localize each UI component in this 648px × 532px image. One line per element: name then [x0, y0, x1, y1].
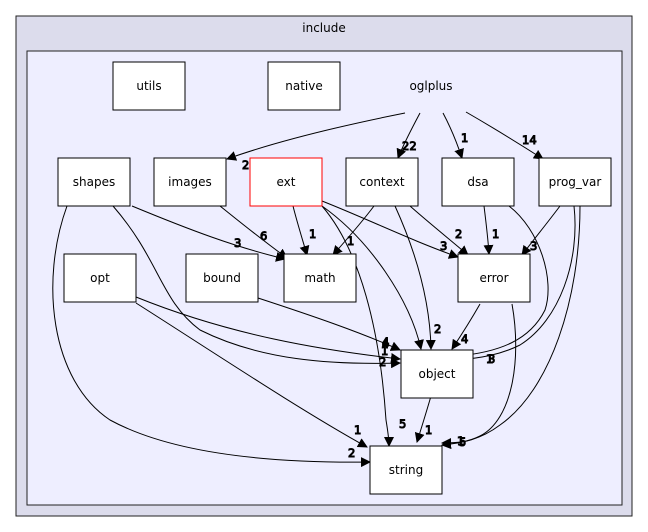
edge-oglplus-prog_var	[465, 111, 544, 160]
edge-bound-object	[257, 297, 401, 351]
edge-label-oglplus-images: 2	[242, 158, 249, 172]
edge-label-bound-object: 4	[382, 335, 389, 349]
edge-label-ext-error: 3	[440, 239, 447, 253]
edge-shapes-math	[131, 205, 286, 262]
edge-label-context-math: 1	[347, 234, 354, 248]
node-native[interactable]: native	[267, 61, 341, 111]
edge-ext-object	[321, 205, 424, 350]
edge-prog_var-object	[457, 205, 576, 365]
edge-label-oglplus-context: 22	[402, 139, 417, 153]
node-shapes-label: shapes	[73, 175, 115, 189]
edge-label-opt-string: 1	[354, 423, 361, 437]
edge-label-dsa-error: 1	[492, 227, 499, 241]
edge-opt-string	[135, 302, 368, 448]
edge-label-prog_var-object: 3	[488, 352, 495, 366]
edge-label-images-math: 6	[260, 229, 267, 243]
node-string-label: string	[389, 463, 423, 477]
edge-shapes-object	[112, 205, 401, 369]
edge-label-dsa-object: 1	[486, 352, 493, 366]
node-images[interactable]: images	[153, 157, 227, 207]
edge-dsa-error	[483, 205, 494, 255]
node-shapes[interactable]: shapes	[57, 157, 131, 207]
edge-ext-math	[292, 205, 310, 256]
edge-label-oglplus-prog_var: 14	[522, 133, 537, 147]
edge-label-error-object: 4	[461, 332, 468, 346]
node-utils-label: utils	[136, 79, 161, 93]
node-object-label: object	[419, 367, 456, 381]
node-object[interactable]: object	[400, 349, 474, 399]
edge-dsa-object	[457, 205, 549, 361]
edge-context-math	[332, 205, 375, 256]
node-math[interactable]: math	[283, 253, 357, 303]
edge-label-shapes-math: 3	[234, 236, 241, 250]
node-context[interactable]: context	[345, 157, 419, 207]
edge-oglplus-dsa	[442, 112, 464, 159]
node-utils[interactable]: utils	[112, 61, 186, 111]
edge-oglplus-context	[396, 112, 421, 159]
node-native-label: native	[285, 79, 322, 93]
node-prog_var[interactable]: prog_var	[538, 157, 612, 207]
node-prog_var-label: prog_var	[549, 175, 602, 189]
edge-label-shapes-object: 2	[379, 355, 386, 369]
node-context-label: context	[359, 175, 405, 189]
edge-label-prog_var-error: 3	[530, 239, 537, 253]
node-bound-label: bound	[203, 271, 241, 285]
edge-error-object	[451, 303, 481, 350]
edge-label-context-object: 2	[434, 322, 441, 336]
edge-prog_var-error	[521, 205, 561, 256]
edge-images-math	[219, 205, 288, 259]
edges: 2 22 1 14 3 2 2 6 1 3 4 5 1 2 2 1 1	[52, 111, 581, 468]
edge-label-oglplus-dsa: 1	[461, 131, 468, 145]
edge-label-object-string: 1	[425, 423, 432, 437]
node-math-label: math	[304, 271, 335, 285]
edge-object-string	[414, 395, 432, 443]
edge-oglplus-images	[226, 112, 406, 161]
node-dsa-label: dsa	[467, 175, 488, 189]
node-images-label: images	[168, 175, 212, 189]
edge-context-object	[394, 205, 436, 350]
edge-label-shapes-string: 2	[348, 446, 355, 460]
node-ext-label: ext	[277, 175, 296, 189]
edge-label-opt-object: 1	[381, 344, 388, 358]
edge-opt-object	[135, 296, 401, 363]
edge-label-ext-math: 1	[309, 227, 316, 241]
edge-shapes-string	[52, 205, 371, 468]
node-opt[interactable]: opt	[63, 253, 137, 303]
edge-context-error	[409, 205, 469, 256]
node-bound[interactable]: bound	[185, 253, 259, 303]
edge-label-prog_var-string: 1	[457, 434, 464, 448]
cluster-include-label: include	[302, 21, 345, 35]
node-error-label: error	[479, 271, 508, 285]
node-dsa[interactable]: dsa	[441, 157, 515, 207]
node-ext[interactable]: ext	[249, 157, 323, 207]
edge-error-string	[441, 303, 517, 448]
edge-label-context-error: 2	[455, 227, 462, 241]
edge-label-ext-string: 5	[399, 417, 406, 431]
cluster-oglplus-label: oglplus	[409, 79, 452, 93]
node-error[interactable]: error	[457, 253, 531, 303]
node-opt-label: opt	[90, 271, 110, 285]
edge-label-error-string: 5	[459, 435, 466, 449]
node-string[interactable]: string	[369, 445, 443, 495]
edge-ext-error	[321, 200, 459, 259]
